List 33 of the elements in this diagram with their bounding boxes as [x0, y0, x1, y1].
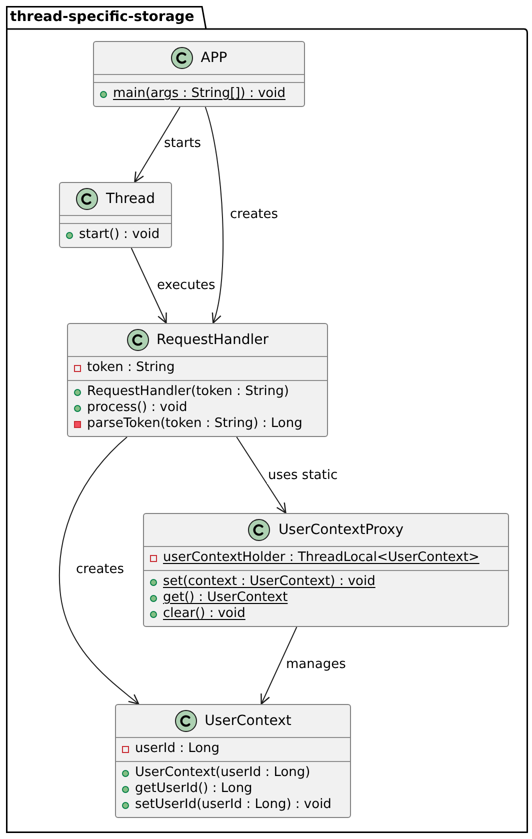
arrow [134, 106, 180, 183]
arrow [130, 248, 167, 324]
method-signature: clear() : void [163, 606, 246, 622]
method-signature: set(context : UserContext) : void [163, 574, 376, 590]
class-box [143, 513, 509, 627]
method-signature: main(args : String[]) : void [113, 86, 286, 102]
field-declaration: userContextHolder : ThreadLocal<UserContext> [163, 550, 480, 566]
field-declaration: userId : Long [135, 741, 220, 757]
class-name: RequestHandler [156, 332, 268, 348]
method-signature: UserContext(userId : Long) [135, 765, 310, 781]
class-name: APP [200, 50, 228, 66]
arrow [58, 436, 140, 705]
method-signature: getUserId() : Long [135, 781, 252, 797]
method-signature: start() : void [79, 227, 160, 243]
class-name: UserContextProxy [278, 522, 404, 538]
class-box [115, 704, 351, 818]
arrow [236, 436, 286, 514]
class-name: Thread [106, 190, 155, 208]
method-signature: RequestHandler(token : String) [87, 384, 289, 400]
package-frame [6, 6, 528, 833]
method-signature: setUserId(userId : Long) : void [135, 797, 332, 813]
arrow [204, 106, 224, 324]
edge-label: uses static [267, 468, 339, 484]
arrow [260, 626, 298, 705]
class-box [93, 41, 305, 107]
method-signature: process() : void [87, 400, 188, 416]
package-name: thread-specific-storage [10, 9, 194, 26]
class-box [67, 323, 328, 437]
method-signature: parseToken(token : String) : Long [87, 416, 302, 432]
class-name: UserContext [204, 712, 292, 730]
method-signature: get() : UserContext [163, 590, 288, 606]
class-box [59, 182, 172, 248]
field-declaration: token : String [87, 360, 175, 376]
